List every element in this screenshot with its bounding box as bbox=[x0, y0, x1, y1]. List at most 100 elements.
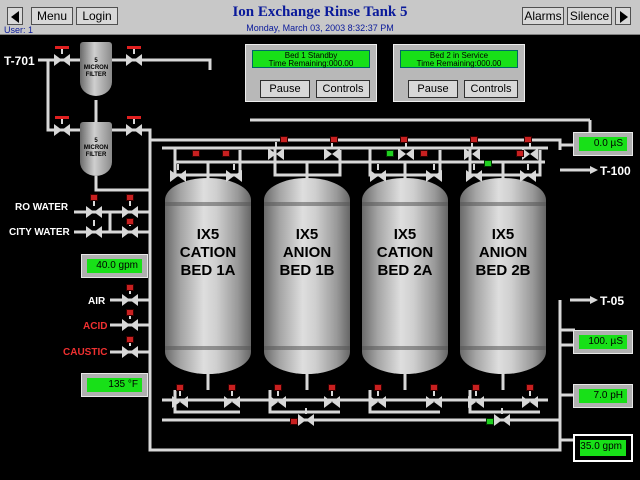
ro-water-label: RO WATER bbox=[15, 202, 69, 213]
destination-t100-label: T-100 bbox=[600, 164, 631, 178]
air-label: AIR bbox=[88, 296, 106, 307]
destination-t05-label: T-05 bbox=[600, 294, 625, 308]
status-indicator-red bbox=[126, 309, 134, 316]
valve-2a-bottom-left-icon[interactable] bbox=[370, 390, 386, 408]
bed-1-pause-button[interactable]: Pause bbox=[260, 80, 310, 98]
valve-city-water-icon[interactable] bbox=[86, 220, 102, 238]
valve-2a-top-icon[interactable] bbox=[398, 142, 414, 160]
acid-label: ACID bbox=[83, 321, 108, 332]
status-indicator-red bbox=[192, 150, 200, 157]
city-water-label: CITY WATER bbox=[9, 227, 70, 238]
datetime-display: Monday, March 03, 2003 8:32:37 PM bbox=[246, 23, 394, 33]
status-indicator-red bbox=[126, 284, 134, 291]
bed-2-controls-button[interactable]: Controls bbox=[464, 80, 518, 98]
bed-1-status: Bed 1 Standby Time Remaining:000.00 bbox=[252, 50, 370, 68]
valve-2b-bottom-left-icon[interactable] bbox=[468, 390, 484, 408]
valve-2b-top-left-2-icon[interactable] bbox=[466, 164, 482, 182]
status-indicator-red bbox=[274, 384, 282, 391]
bed-1-control-panel: Bed 1 Standby Time Remaining:000.00 Paus… bbox=[245, 44, 377, 102]
status-indicator-red bbox=[228, 384, 236, 391]
valve-filter2-outlet-icon[interactable] bbox=[126, 118, 142, 136]
valve-handle-icon bbox=[55, 116, 69, 119]
valve-2b-top-left-icon[interactable] bbox=[464, 142, 480, 160]
caustic-label: CAUSTIC bbox=[63, 347, 108, 358]
valve-2a-top-right-icon[interactable] bbox=[426, 164, 442, 182]
status-indicator-red bbox=[420, 150, 428, 157]
valve-1a-bottom-left-icon[interactable] bbox=[172, 390, 188, 408]
valve-handle-icon bbox=[127, 46, 141, 49]
valve-ro-water-2-icon[interactable] bbox=[122, 200, 138, 218]
micron-filter-1: 5 MICRON FILTER bbox=[80, 42, 112, 96]
valve-2a-bottom-right-icon[interactable] bbox=[426, 390, 442, 408]
valve-1b-top-right-icon[interactable] bbox=[324, 142, 340, 160]
nav-back-icon[interactable] bbox=[7, 7, 23, 25]
valve-filter1-outlet-icon[interactable] bbox=[126, 48, 142, 66]
status-indicator-red bbox=[430, 384, 438, 391]
valve-1b-bottom-left-icon[interactable] bbox=[270, 390, 286, 408]
menu-button[interactable]: Menu bbox=[31, 7, 73, 25]
inlet-flow-readout[interactable]: 40.0 gpm bbox=[81, 254, 148, 278]
valve-1b-drain-icon[interactable] bbox=[298, 408, 314, 426]
valve-caustic-icon[interactable] bbox=[122, 340, 138, 358]
micron-filter-2: 5 MICRON FILTER bbox=[80, 122, 112, 176]
status-indicator-red bbox=[526, 384, 534, 391]
temperature-readout[interactable]: 135 °F bbox=[81, 373, 148, 397]
valve-ro-water-icon[interactable] bbox=[86, 200, 102, 218]
valve-1a-top-right-icon[interactable] bbox=[226, 164, 242, 182]
valve-filter2-inlet-icon[interactable] bbox=[54, 118, 70, 136]
valve-t701-inlet-icon[interactable] bbox=[54, 48, 70, 66]
status-indicator-red bbox=[470, 136, 478, 143]
status-indicator-red bbox=[374, 384, 382, 391]
bed-2-control-panel: Bed 2 in Service Time Remaining:000.00 P… bbox=[393, 44, 525, 102]
status-indicator-red bbox=[524, 136, 532, 143]
nav-forward-icon[interactable] bbox=[615, 7, 631, 25]
page-title: Ion Exchange Rinse Tank 5 bbox=[232, 4, 408, 20]
conductivity-bottom-readout[interactable]: 100. µS bbox=[573, 330, 633, 354]
valve-2a-top-left-icon[interactable] bbox=[370, 164, 386, 182]
status-indicator-red bbox=[328, 384, 336, 391]
status-indicator-green bbox=[484, 160, 492, 167]
bed-2-status: Bed 2 in Service Time Remaining:000.00 bbox=[400, 50, 518, 68]
status-indicator-red bbox=[330, 136, 338, 143]
status-indicator-red bbox=[126, 218, 134, 225]
silence-button[interactable]: Silence bbox=[567, 7, 612, 25]
valve-handle-icon bbox=[127, 116, 141, 119]
header-bar: Menu Login Ion Exchange Rinse Tank 5 Mon… bbox=[0, 0, 640, 35]
alarms-button[interactable]: Alarms bbox=[522, 7, 564, 25]
status-indicator-red bbox=[126, 336, 134, 343]
valve-1b-bottom-right-icon[interactable] bbox=[324, 390, 340, 408]
valve-acid-icon[interactable] bbox=[122, 313, 138, 331]
status-indicator-red bbox=[222, 150, 230, 157]
bed-2-pause-button[interactable]: Pause bbox=[408, 80, 458, 98]
status-indicator-green bbox=[386, 150, 394, 157]
status-indicator-red bbox=[400, 136, 408, 143]
valve-air-icon[interactable] bbox=[122, 288, 138, 306]
status-indicator-red bbox=[126, 194, 134, 201]
valve-1a-bottom-right-icon[interactable] bbox=[224, 390, 240, 408]
valve-city-water-2-icon[interactable] bbox=[122, 220, 138, 238]
valve-1a-top-left-icon[interactable] bbox=[170, 164, 186, 182]
valve-2b-drain-icon[interactable] bbox=[494, 408, 510, 426]
status-indicator-red bbox=[472, 384, 480, 391]
valve-2b-top-right-2-icon[interactable] bbox=[520, 164, 536, 182]
bed-1-controls-button[interactable]: Controls bbox=[316, 80, 370, 98]
login-button[interactable]: Login bbox=[76, 7, 118, 25]
status-indicator-red bbox=[176, 384, 184, 391]
ph-readout[interactable]: 7.0 pH bbox=[573, 384, 633, 408]
status-indicator-red bbox=[290, 418, 298, 425]
status-indicator-red bbox=[516, 150, 524, 157]
status-indicator-green bbox=[486, 418, 494, 425]
conductivity-top-readout[interactable]: 0.0 µS bbox=[573, 132, 633, 156]
valve-2b-top-right-icon[interactable] bbox=[522, 142, 538, 160]
valve-handle-icon bbox=[55, 46, 69, 49]
valve-1b-top-left-icon[interactable] bbox=[268, 142, 284, 160]
outlet-flow-readout[interactable]: 35.0 gpm bbox=[573, 434, 633, 462]
user-indicator: User: 1 bbox=[4, 25, 34, 35]
valve-2b-bottom-right-icon[interactable] bbox=[522, 390, 538, 408]
source-t701-label: T-701 bbox=[4, 54, 35, 68]
